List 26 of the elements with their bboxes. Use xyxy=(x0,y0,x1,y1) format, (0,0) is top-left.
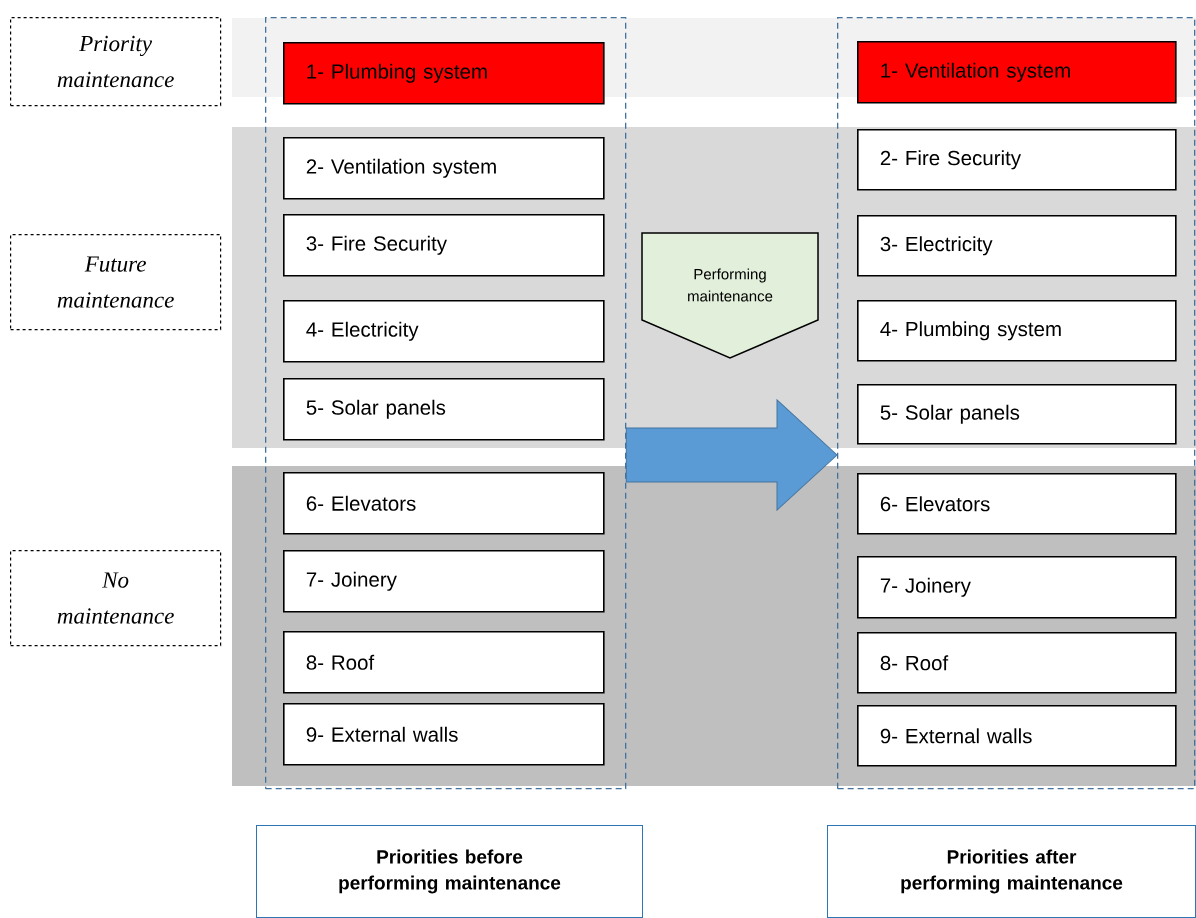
system-box: 8- Roof xyxy=(283,631,605,694)
system-box: 6- Elevators xyxy=(283,472,605,535)
system-box: 1- Plumbing system xyxy=(283,42,605,105)
system-box: 3- Electricity xyxy=(857,215,1177,277)
block-arrow xyxy=(625,399,838,511)
system-box: 8- Roof xyxy=(857,632,1177,694)
caption-box: Priorities after performing maintenance xyxy=(827,825,1196,918)
system-box: 7- Joinery xyxy=(857,556,1177,619)
category-box: No maintenance xyxy=(10,550,222,647)
caption-box: Priorities before performing maintenance xyxy=(256,825,643,918)
system-box: 5- Solar panels xyxy=(283,378,605,441)
system-box: 1- Ventilation system xyxy=(857,41,1177,104)
column-frame xyxy=(265,17,627,790)
system-box: 2- Ventilation system xyxy=(283,137,605,200)
system-box: 9- External walls xyxy=(283,703,605,766)
system-box: 6- Elevators xyxy=(857,473,1177,535)
system-box: 9- External walls xyxy=(857,705,1177,767)
system-box: 7- Joinery xyxy=(283,550,605,613)
system-box: 2- Fire Security xyxy=(857,129,1177,191)
system-box: 4- Electricity xyxy=(283,300,605,363)
column-frame xyxy=(837,17,1196,790)
system-box: 4- Plumbing system xyxy=(857,300,1177,362)
system-box: 3- Fire Security xyxy=(283,214,605,277)
category-box: Priority maintenance xyxy=(10,17,222,107)
system-box: 5- Solar panels xyxy=(857,384,1177,445)
category-box: Future maintenance xyxy=(10,234,222,331)
